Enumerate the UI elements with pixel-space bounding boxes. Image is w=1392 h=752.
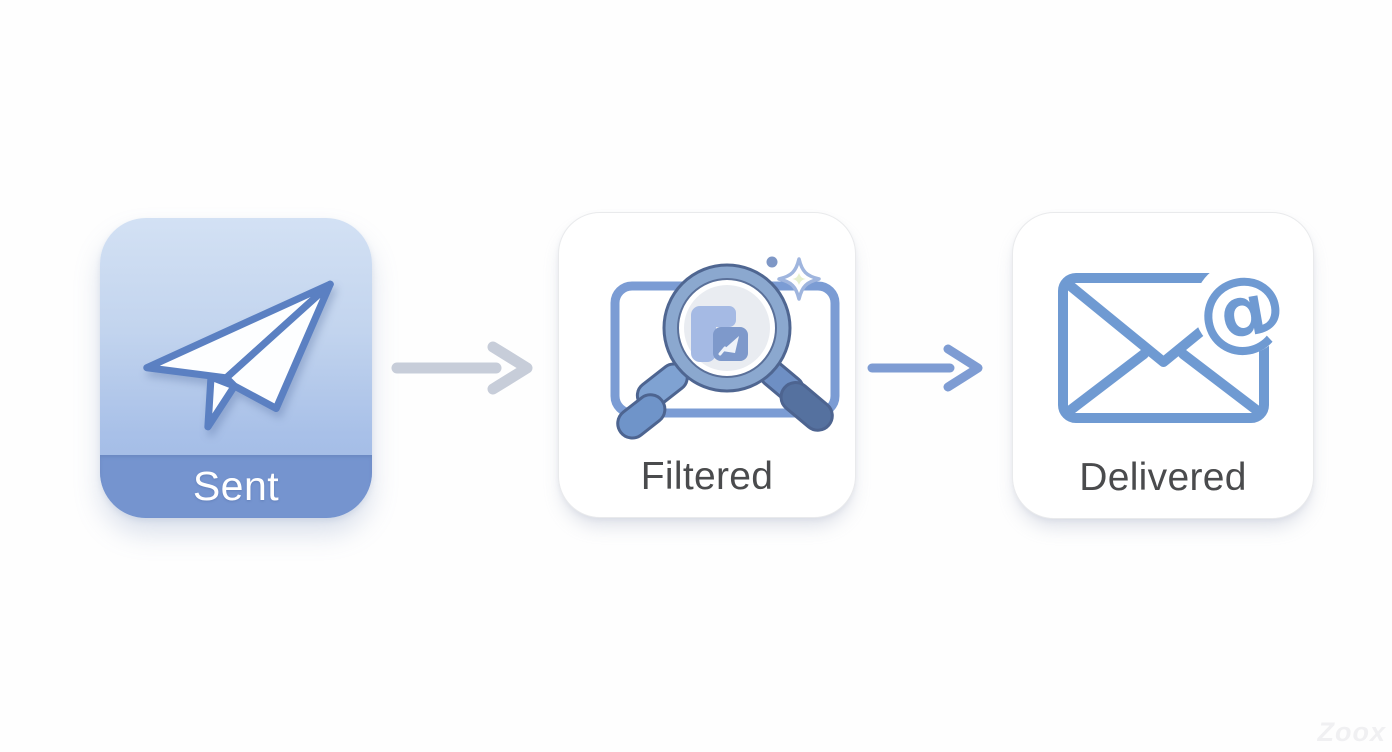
stage-label: Delivered xyxy=(1079,456,1247,499)
sparkle-icon xyxy=(766,256,821,301)
flow-arrow-icon xyxy=(867,344,983,392)
watermark: Zoox xyxy=(1317,717,1386,747)
at-symbol: @ xyxy=(1189,261,1291,368)
stage-label: Sent xyxy=(192,463,280,509)
stage-label: Filtered xyxy=(640,455,774,498)
stage-card-delivered: @ Delivered xyxy=(1012,212,1314,519)
flow-arrow-icon xyxy=(391,341,533,395)
filter-content-glyph xyxy=(691,306,748,362)
paper-plane-icon xyxy=(143,280,334,431)
magnifier-screen-icon xyxy=(610,256,840,440)
envelope-at-icon: @ xyxy=(1058,261,1291,423)
stage-card-sent: Sent xyxy=(100,218,372,518)
stage-card-filtered: Filtered xyxy=(558,212,856,518)
stage-label-band: Sent xyxy=(100,455,372,518)
